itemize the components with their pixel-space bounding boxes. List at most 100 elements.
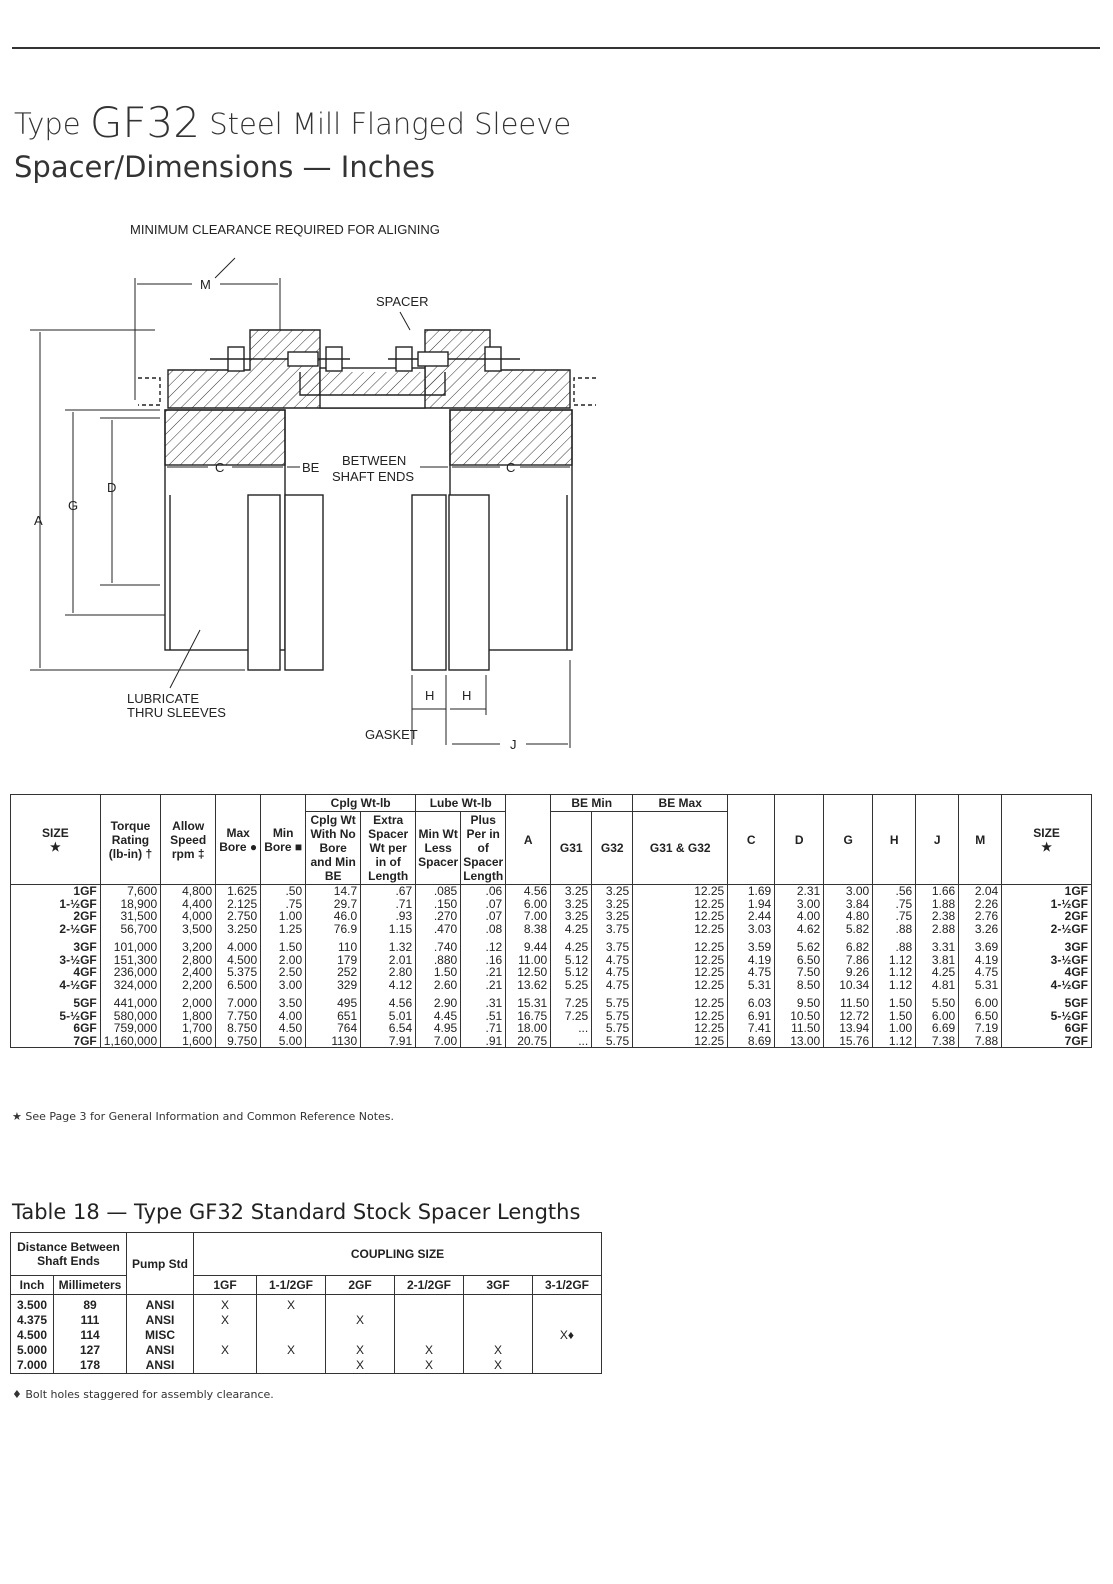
table-cell: 6.00	[915, 1009, 960, 1022]
table-cell: 6.50	[774, 953, 825, 966]
table-cell: 2,400	[160, 966, 217, 979]
table-cell: 2.60	[415, 978, 462, 991]
title-rest: Steel Mill Flanged Sleeve	[209, 107, 572, 141]
table-cell: X	[463, 1358, 533, 1374]
col-3-1-2gf: 3-1/2GF	[532, 1275, 602, 1295]
table-cell: 4,000	[160, 910, 217, 923]
table-cell	[256, 1328, 326, 1343]
table-cell	[532, 1343, 602, 1358]
table-cell: 2-½GF	[1001, 922, 1092, 935]
table-cell: .270	[415, 910, 462, 923]
table-cell	[394, 1294, 464, 1313]
table-cell: 8.50	[774, 978, 825, 991]
table18-title: Table 18 — Type GF32 Standard Stock Spac…	[12, 1200, 581, 1224]
table-cell: 12.25	[632, 978, 729, 991]
table-cell: 12.25	[632, 922, 729, 935]
table-cell: 441,000	[99, 991, 162, 1010]
table-cell: 7.00	[415, 1034, 462, 1048]
table-cell: 3.25	[550, 897, 593, 910]
table-cell: 3.26	[958, 922, 1003, 935]
table-cell: .75	[872, 910, 917, 923]
table-cell: 2.38	[915, 910, 960, 923]
table-cell: 6.500	[215, 978, 262, 991]
table-cell: .71	[360, 897, 417, 910]
table-cell: 5.000	[10, 1343, 54, 1358]
col-c: C	[727, 794, 776, 885]
table-cell: 5-½GF	[10, 1009, 101, 1022]
col-pump-std: Pump Std	[126, 1232, 194, 1295]
table-cell: 4.500	[215, 953, 262, 966]
table-cell: 759,000	[99, 1022, 162, 1035]
table-cell	[463, 1294, 533, 1313]
table-cell: 4.375	[10, 1313, 54, 1328]
table-cell: 5.75	[591, 1034, 634, 1048]
lubricate-label: LUBRICATE	[127, 691, 199, 706]
col-1gf: 1GF	[193, 1275, 257, 1295]
table-cell: 1.66	[915, 884, 960, 898]
page-title: Type GF32 Steel Mill Flanged Sleeve	[14, 98, 571, 147]
table-cell: 1-½GF	[10, 897, 101, 910]
table-cell: 3.25	[591, 884, 634, 898]
table-cell: 3.75	[591, 935, 634, 954]
dim-h-right-label: H	[462, 688, 471, 703]
table-cell: 4.45	[415, 1009, 462, 1022]
table-cell: 7.91	[360, 1034, 417, 1048]
table-cell: 1.00	[260, 910, 307, 923]
table-cell: 3.00	[823, 884, 874, 898]
table-cell: 10.50	[774, 1009, 825, 1022]
table-cell: 4.75	[591, 978, 634, 991]
table-cell: 1.94	[727, 897, 776, 910]
table-cell: 110	[305, 935, 362, 954]
table-cell: 3.25	[591, 897, 634, 910]
table-cell: .21	[460, 966, 507, 979]
col-group-be-min: BE Min	[550, 794, 634, 812]
table-cell	[193, 1358, 257, 1374]
table-cell: 764	[305, 1022, 362, 1035]
table-cell: 12.25	[632, 1022, 729, 1035]
table-cell: 1.15	[360, 922, 417, 935]
table-cell: .31	[460, 991, 507, 1010]
table-cell: 5.82	[823, 922, 874, 935]
thru-sleeves-label: THRU SLEEVES	[127, 705, 226, 720]
dim-g-label: G	[68, 498, 78, 513]
table-cell: 2.90	[415, 991, 462, 1010]
table-cell: 2,000	[160, 991, 217, 1010]
table-cell: 7GF	[10, 1034, 101, 1048]
table-cell: 1,800	[160, 1009, 217, 1022]
table-cell: 8.69	[727, 1034, 776, 1048]
stock-spacer-table: Distance Between Shaft Ends Pump Std COU…	[10, 1232, 602, 1374]
dim-d-label: D	[107, 480, 116, 495]
table-cell: 15.31	[505, 991, 552, 1010]
table-cell: 2.01	[360, 953, 417, 966]
table-cell: 13.00	[774, 1034, 825, 1048]
dim-j-label: J	[510, 737, 517, 752]
table-cell: 1.625	[215, 884, 262, 898]
table-cell: 12.25	[632, 1034, 729, 1048]
table-cell: 2.50	[260, 966, 307, 979]
table-cell: 1.25	[260, 922, 307, 935]
table-cell: 6.03	[727, 991, 776, 1010]
table-cell: .88	[872, 935, 917, 954]
col-g32: G32	[591, 811, 634, 885]
table-cell: 2.88	[915, 922, 960, 935]
table-cell: 9.50	[774, 991, 825, 1010]
table-cell: 178	[53, 1358, 127, 1374]
between-label: BETWEEN	[342, 453, 406, 468]
dims-footnote: ★ See Page 3 for General Information and…	[12, 1110, 395, 1123]
table-cell: 14.7	[305, 884, 362, 898]
col-inch: Inch	[10, 1275, 54, 1295]
col-g31-g32: G31 & G32	[632, 811, 729, 885]
table-cell: 4.25	[550, 935, 593, 954]
table-cell: 1.32	[360, 935, 417, 954]
table-cell: X	[256, 1294, 326, 1313]
table-cell: 651	[305, 1009, 362, 1022]
table-cell: 2.31	[774, 884, 825, 898]
table-cell: ANSI	[126, 1343, 194, 1358]
table-cell: 3.25	[550, 910, 593, 923]
table-cell: 252	[305, 966, 362, 979]
table-cell: 4.25	[915, 966, 960, 979]
table-cell: 12.25	[632, 897, 729, 910]
table-cell: 5.75	[591, 1022, 634, 1035]
table-cell: 4.62	[774, 922, 825, 935]
